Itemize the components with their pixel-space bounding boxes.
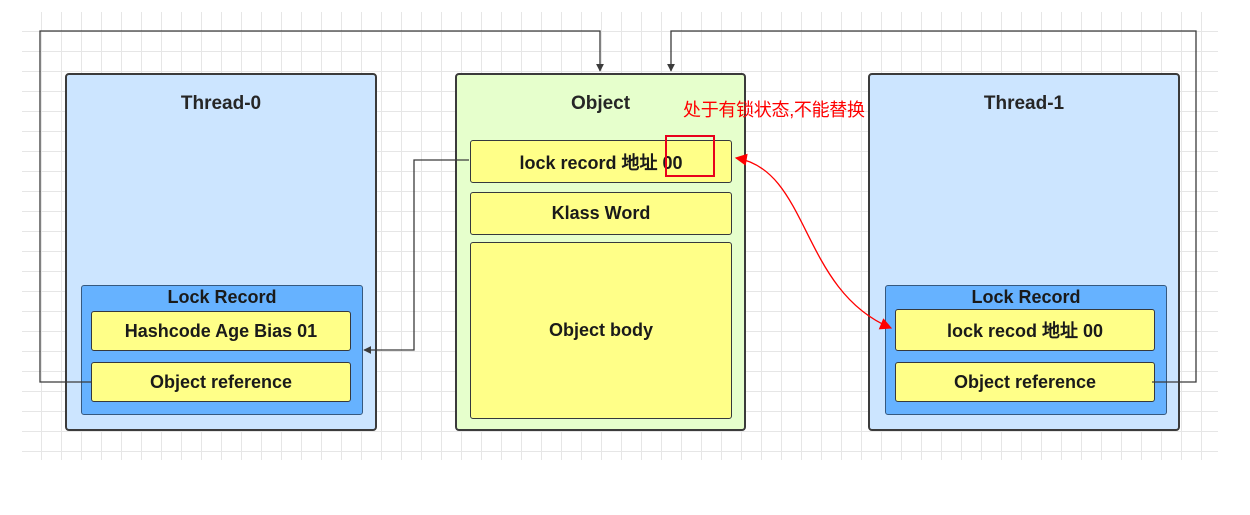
object-body-field: Object body — [470, 242, 732, 419]
lock-state-annotation: 处于有锁状态,不能替换 — [683, 100, 865, 120]
thread-1-mark-word-field: lock recod 地址 00 — [895, 309, 1155, 351]
thread-0-title: Thread-0 — [180, 93, 262, 114]
thread-1-panel: Thread-1 Lock Record lock recod 地址 00 Ob… — [868, 73, 1180, 431]
thread-1-lock-record: Lock Record lock recod 地址 00 Object refe… — [885, 285, 1167, 415]
object-panel: Object lock record 地址 00 Klass Word Obje… — [455, 73, 746, 431]
object-klass-word-field: Klass Word — [470, 192, 732, 235]
thread-1-object-reference-field: Object reference — [895, 362, 1155, 402]
thread-0-lock-record-title: Lock Record — [167, 287, 277, 307]
thread-0-mark-word-field: Hashcode Age Bias 01 — [91, 311, 351, 351]
thread-1-lock-record-title: Lock Record — [971, 287, 1081, 307]
thread-0-lock-record: Lock Record Hashcode Age Bias 01 Object … — [81, 285, 363, 415]
thread-0-object-reference-field: Object reference — [91, 362, 351, 402]
thread-1-title: Thread-1 — [983, 93, 1065, 114]
thread-0-panel: Thread-0 Lock Record Hashcode Age Bias 0… — [65, 73, 377, 431]
lock-flag-highlight-box — [665, 135, 715, 177]
